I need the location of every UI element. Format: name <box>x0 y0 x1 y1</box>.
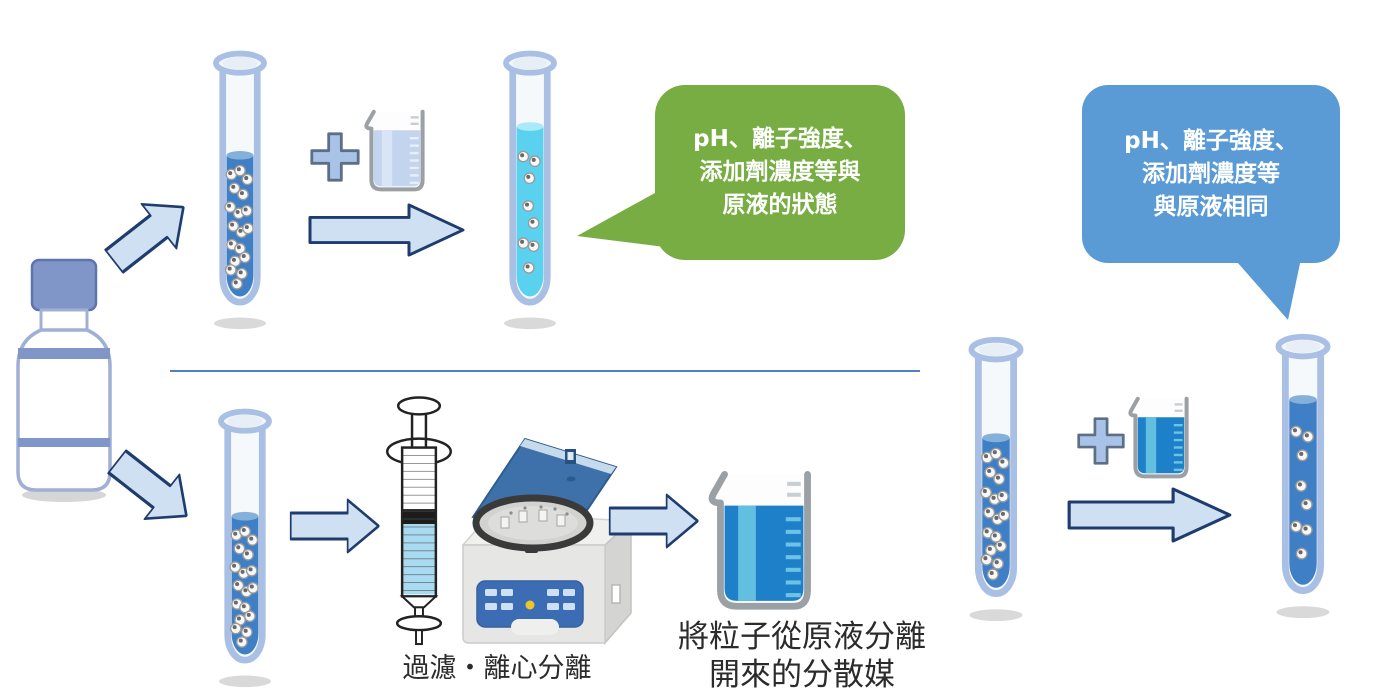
beaker-dispersion-medium-icon <box>696 460 832 622</box>
plus-icon <box>309 131 361 183</box>
blue-bubble-line2: 添加劑濃度等 <box>1142 160 1280 187</box>
dispersion-medium-label: 將粒子從原液分離 開來的分散媒 <box>628 618 976 694</box>
green-bubble-line2: 添加劑濃度等與 <box>699 159 861 185</box>
green-speech-bubble: pH、離子強度、 添加劑濃度等與 原液的狀態 <box>655 85 905 260</box>
arrow-to-beaker-icon <box>608 492 700 550</box>
arrow-bottle-to-top-icon <box>94 181 205 286</box>
sample-bottle-icon <box>4 252 130 504</box>
filtration-label: 過濾・離心分離 <box>402 653 592 684</box>
dispersion-label-line2: 開來的分散媒 <box>709 657 895 693</box>
beaker-diluent-icon <box>357 104 437 198</box>
blue-bubble-tail <box>1222 252 1307 324</box>
test-tube-final <box>1254 325 1352 621</box>
blue-speech-bubble: pH、離子強度、 添加劑濃度等 與原液相同 <box>1082 85 1340 263</box>
test-tube-stock-top <box>192 38 288 336</box>
green-bubble-tail <box>565 178 675 253</box>
centrifuge-icon <box>453 417 635 651</box>
green-bubble-line1: pH、離子強度、 <box>693 126 867 152</box>
syringe-filter-icon <box>374 392 464 650</box>
arrow-to-filtration-icon <box>289 497 381 555</box>
dispersion-label-line1: 將粒子從原液分離 <box>678 619 926 655</box>
arrow-bottle-to-bottom-icon <box>97 436 208 541</box>
green-bubble-line3: 原液的狀態 <box>722 192 838 218</box>
blue-bubble-line3: 與原液相同 <box>1153 193 1269 220</box>
arrow-dilute-icon <box>307 202 467 258</box>
blue-bubble-line1: pH、離子強度、 <box>1124 127 1298 154</box>
path-divider-line <box>170 370 920 372</box>
test-tube-diluted <box>482 38 578 336</box>
plus-icon-right <box>1076 416 1126 466</box>
test-tube-stock-right <box>947 328 1045 624</box>
beaker-dispersion-small-icon <box>1121 391 1201 485</box>
arrow-redisperse-icon <box>1066 486 1234 544</box>
test-tube-stock-bottom <box>197 396 293 694</box>
